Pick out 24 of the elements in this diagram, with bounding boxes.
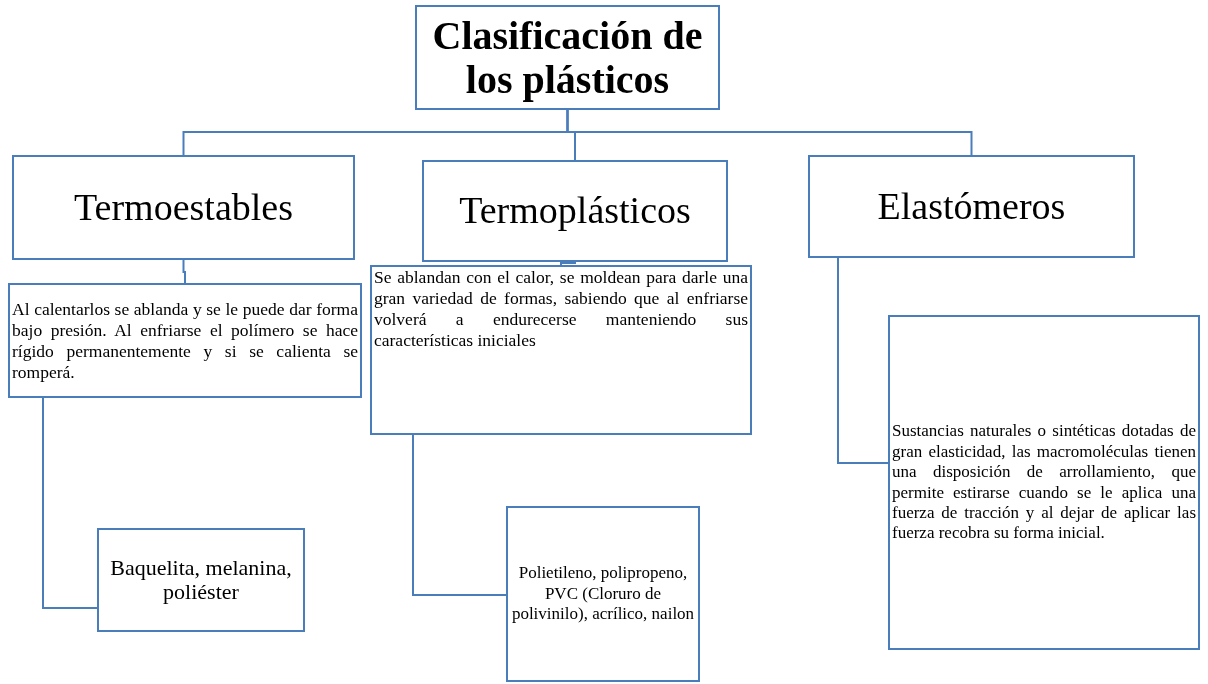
node-text: Se ablandan con el calor, se moldean para darle una gran variedad de formas, sabiendo que al enfriarse volverá a endurecerse manteniendo sus características iniciales [374, 267, 748, 351]
node-text: Polietileno, polipropeno, PVC (Cloruro de polivinilo), acrílico, nailon [510, 563, 696, 625]
examples-box [97, 528, 305, 632]
connector-line [42, 397, 98, 609]
node-text: Al calentarlos se ablanda y se le puede dar forma bajo presión. Al enfriarse el polímero se hace rígido permanentemente y si se calienta se romperá. [12, 298, 358, 383]
node-text: Elastómeros [877, 183, 1066, 229]
node-text: Clasificación de los plásticos [431, 13, 704, 102]
category-box [12, 155, 355, 260]
title-box [415, 5, 720, 110]
connector-line [566, 109, 973, 156]
description-box [370, 265, 752, 435]
category-box [808, 155, 1135, 258]
node-text: Termoplásticos [459, 188, 691, 234]
connector-line [837, 257, 889, 464]
description-box [888, 315, 1200, 650]
examples-box [506, 506, 700, 682]
description-box [8, 283, 362, 398]
connector-line [412, 434, 507, 596]
connector-line [182, 259, 186, 284]
node-text: Baquelita, melanina, poliéster [109, 555, 293, 605]
category-box [422, 160, 728, 262]
node-text: Sustancias naturales o sintéticas dotadas de gran elasticidad, las macromoléculas tienen una disposición de arrollamiento, que permite estirarse cuando se le aplica una fuerza de tracción y al dejar de aplicar las fuerza recobra su forma inicial. [892, 421, 1196, 544]
node-text: Termoestables [74, 184, 293, 230]
connector-line [560, 261, 576, 266]
